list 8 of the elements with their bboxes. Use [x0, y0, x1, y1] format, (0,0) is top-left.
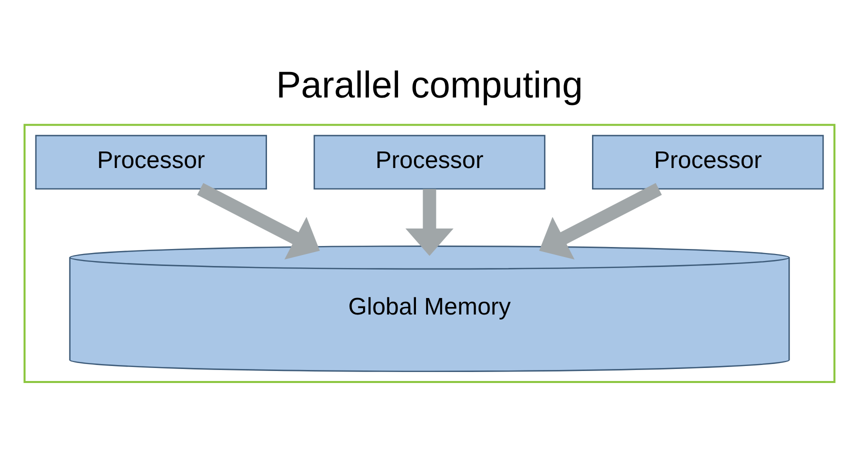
arrow — [197, 183, 320, 260]
arrow — [406, 188, 454, 256]
node-box: Processor — [35, 134, 267, 190]
diagram-title: Parallel computing — [276, 63, 583, 106]
arrow — [539, 183, 662, 260]
node-box: Processor — [592, 134, 824, 190]
cluster — [24, 124, 836, 384]
node-box: Processor — [314, 134, 546, 190]
